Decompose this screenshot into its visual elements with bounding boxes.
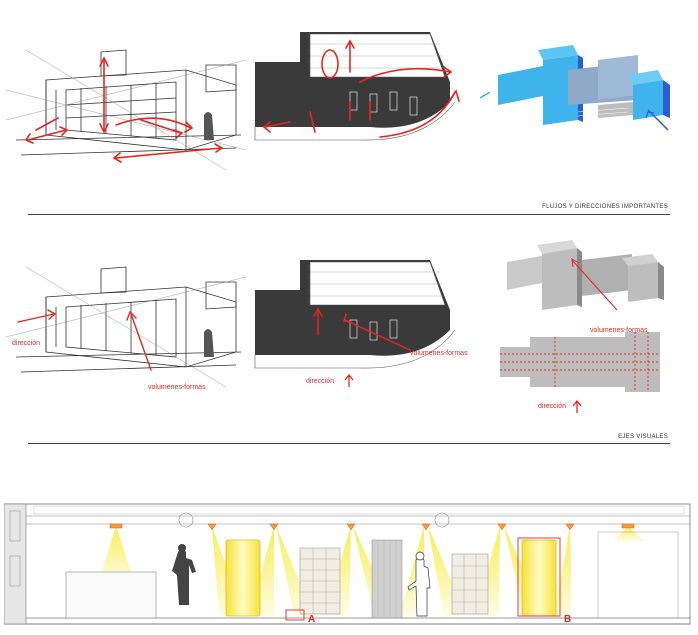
- section-marker-b: B: [564, 614, 571, 625]
- lighting-section-drawing: A B: [4, 496, 694, 631]
- volume-model-colored: [478, 40, 678, 150]
- perspective-sketch-axes: [6, 252, 246, 392]
- label-volumes-left: volumenes-formas: [148, 384, 206, 391]
- perspective-sketch-flows: [6, 30, 246, 180]
- direction-arrow-right: [572, 400, 582, 413]
- volume-model-gray: [502, 240, 672, 320]
- section-title-flows: FLUJOS Y DIRECCIONES IMPORTANTES: [542, 204, 668, 210]
- label-direction-left: dirección: [12, 340, 41, 347]
- direction-arrow-middle: [344, 374, 354, 387]
- section-marker-a: A: [308, 614, 315, 625]
- floor-plan-axes: [250, 255, 480, 385]
- axis-plan-gray: [500, 332, 665, 392]
- label-direction-right: dirección: [538, 403, 567, 410]
- label-direction-middle: dirección: [306, 378, 335, 385]
- floor-plan-flows: [250, 22, 470, 172]
- label-volumes-right: volumenes-formas: [590, 327, 648, 334]
- section-title-axes: EJES VISUALES: [618, 434, 668, 440]
- divider-axes: [28, 443, 670, 444]
- label-volumes-middle: volumenes-formas: [410, 350, 468, 357]
- divider-flows: [28, 214, 670, 215]
